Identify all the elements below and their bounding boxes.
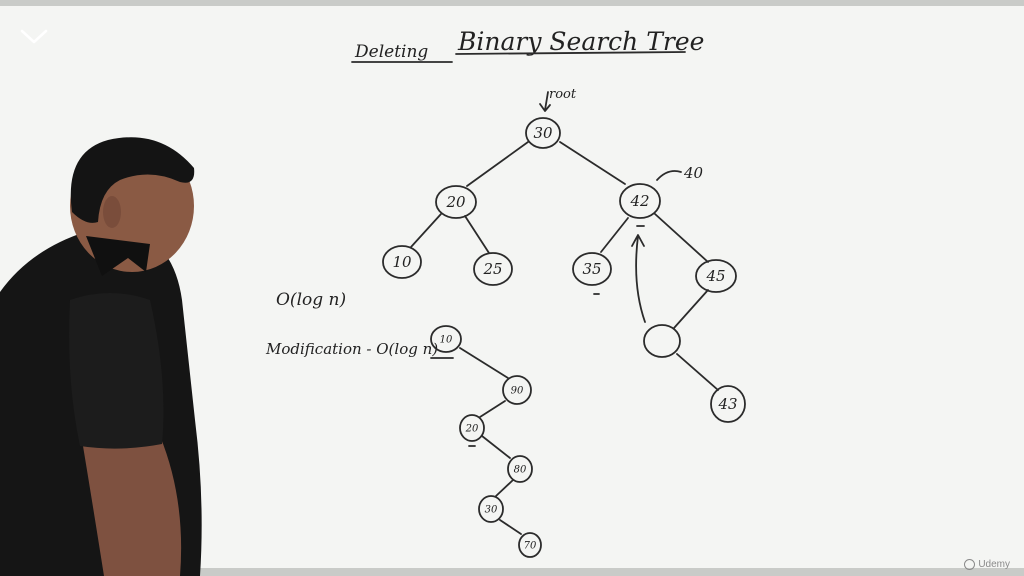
chevron-down-icon (20, 29, 48, 44)
skewed-tree-node: 80 (507, 455, 533, 483)
main-tree-node: 45 (695, 259, 737, 293)
title-prefix: Deleting (354, 42, 428, 62)
svg-text:10: 10 (440, 335, 453, 346)
svg-text:30: 30 (485, 505, 498, 516)
presenter-arm (82, 433, 182, 576)
watermark-text: Udemy (978, 559, 1010, 570)
watermark: Udemy (964, 559, 1010, 570)
skewed-tree-node: 90 (502, 375, 532, 405)
replace-note: 40 (683, 164, 704, 182)
svg-text:20: 20 (465, 424, 479, 435)
modification-note: Modification - O(log n) (265, 340, 438, 358)
svg-text:30: 30 (533, 124, 553, 142)
svg-text:80: 80 (514, 465, 527, 476)
presenter-hair (70, 137, 195, 223)
main-tree-node: 20 (435, 185, 477, 219)
svg-text:10: 10 (392, 253, 412, 271)
board-frame-bottom (195, 568, 1024, 576)
root-note: root (549, 87, 577, 102)
main-tree-node: 35 (572, 252, 612, 286)
svg-text:20: 20 (445, 193, 466, 211)
skewed-tree-node: 70 (518, 532, 542, 558)
complexity-note: O(log n) (276, 290, 346, 310)
title-main: Binary Search Tree (457, 27, 704, 56)
skewed-tree-node: 10 (430, 325, 462, 353)
svg-text:90: 90 (511, 386, 524, 397)
replace-arrow (631, 234, 646, 323)
presenter-collar (86, 236, 150, 276)
skewed-tree-edges (459, 347, 522, 535)
root-arrow (539, 91, 551, 112)
main-tree-node: 10 (382, 245, 422, 279)
svg-text:45: 45 (705, 267, 725, 285)
svg-text:25: 25 (482, 260, 502, 278)
presenter (0, 137, 202, 576)
title-underline-2 (455, 51, 686, 55)
udemy-logo-icon (964, 559, 976, 570)
svg-text:70: 70 (524, 541, 537, 552)
replace-note-arrow (656, 170, 682, 181)
presenter-sleeve (69, 293, 164, 449)
skewed-tree-node: 30 (478, 495, 504, 523)
svg-text:35: 35 (582, 260, 601, 278)
main-tree-node: 30 (525, 117, 561, 149)
main-tree-edges (410, 141, 719, 391)
main-tree-node: 43 (710, 385, 746, 423)
main-tree-node: 42 (619, 183, 661, 219)
svg-text:43: 43 (717, 395, 737, 413)
svg-text:42: 42 (629, 192, 649, 210)
main-tree-node: 25 (473, 252, 513, 286)
main-tree-empty-node (643, 324, 681, 358)
skewed-tree-node: 20 (459, 414, 485, 442)
presenter-ear (103, 196, 121, 228)
board-frame-top (0, 0, 1024, 6)
collapse-button[interactable] (18, 22, 50, 50)
